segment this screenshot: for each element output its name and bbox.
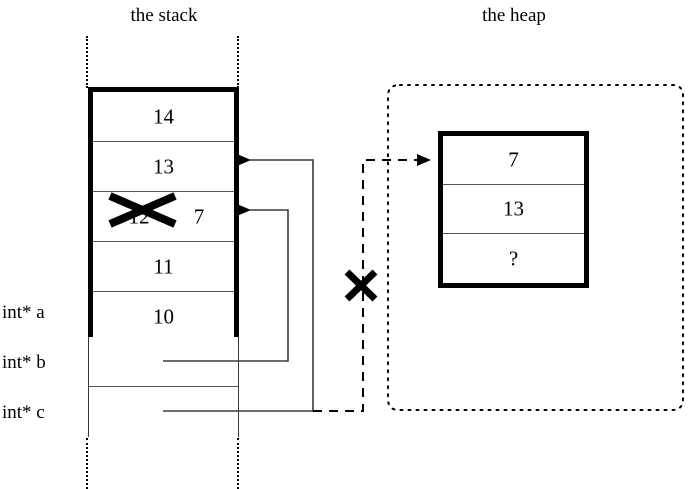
heap-slot-value: ?	[508, 246, 519, 270]
heap-slot-value: 7	[508, 147, 519, 172]
stack-pointer-cell-b	[89, 337, 238, 387]
stack-slot-new-value: 7	[193, 204, 205, 228]
var-label-c: int* c	[2, 402, 45, 423]
stack-slot: 11	[93, 242, 234, 292]
stack-region-left-boundary	[86, 36, 88, 88]
stack-slot-old-value: 12	[128, 204, 150, 228]
stack-slot-overwritten: 12 7	[93, 192, 234, 242]
heap-slot: 13	[443, 185, 584, 234]
stack-pointer-cell-c	[89, 387, 238, 437]
heap-title: the heap	[482, 5, 546, 26]
stack-slot: 10	[93, 292, 234, 342]
stack-slot-value: 10	[153, 304, 174, 329]
stack-region-left-boundary-lower	[86, 438, 88, 489]
heap-slot: 7	[443, 136, 584, 185]
freed-pointer-dashed-arrow	[313, 154, 431, 412]
heap-frame: 7 13 ?	[438, 131, 589, 288]
stack-pointer-cells	[88, 337, 239, 437]
stack-region-right-boundary-lower	[237, 438, 239, 489]
heap-slot: ?	[443, 234, 584, 283]
stack-slot: 14	[93, 92, 234, 142]
var-label-b: int* b	[2, 352, 46, 373]
stack-title: the stack	[130, 5, 198, 26]
heap-slot-value: 13	[503, 196, 524, 221]
stack-slot-value: 13	[153, 154, 174, 178]
var-label-a: int* a	[2, 302, 45, 323]
stack-region-right-boundary	[237, 36, 239, 88]
stack-slot: 13	[93, 142, 234, 192]
invalid-pointer-x-icon	[344, 269, 378, 302]
stack-slot-value: 11	[153, 254, 174, 278]
stack-frame: 14 13 12 7 11 10	[88, 87, 239, 342]
stack-slot-value: 14	[153, 104, 174, 128]
